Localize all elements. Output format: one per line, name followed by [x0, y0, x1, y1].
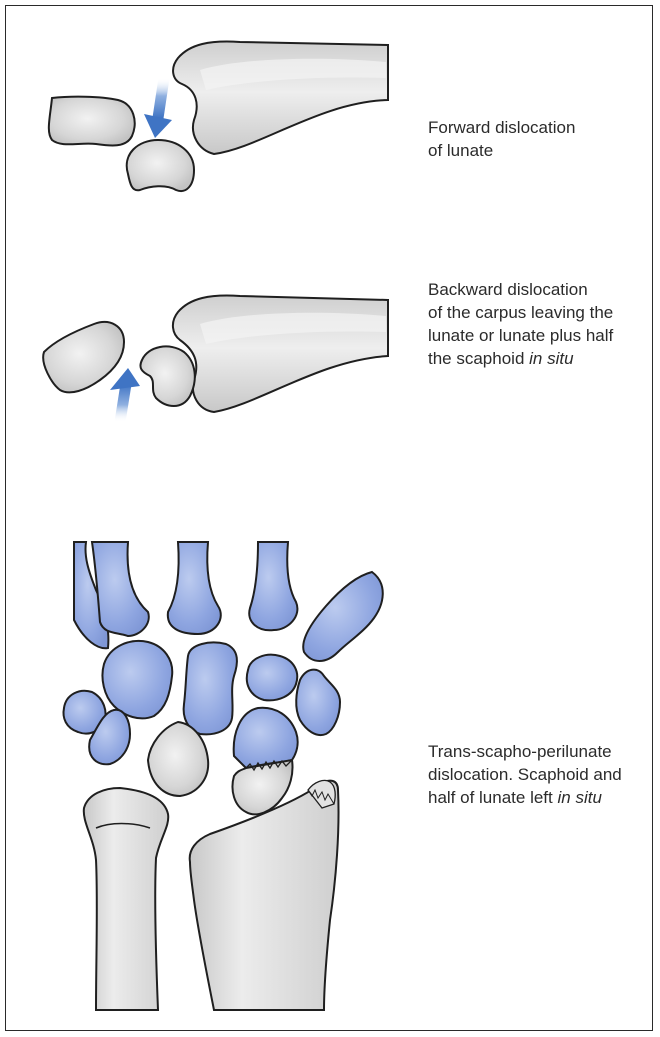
caption-line-with-italic: half of lunate left in situ: [428, 786, 622, 809]
caption-trans-scapho-perilunate: Trans-scapho-perilunate dislocation. Sca…: [428, 740, 622, 809]
caption-forward-dislocation: Forward dislocation of lunate: [428, 116, 575, 162]
arrow-up-icon: [110, 368, 140, 422]
caption-line: Forward dislocation: [428, 116, 575, 139]
metacarpal-1: [303, 572, 383, 661]
caption-italic: in situ: [557, 788, 601, 807]
caption-line: of lunate: [428, 139, 575, 162]
caption-text: half of lunate left: [428, 788, 557, 807]
metacarpal-4: [92, 542, 149, 636]
caption-backward-dislocation: Backward dislocation of the carpus leavi…: [428, 278, 613, 370]
scaphoid-bone: [49, 97, 135, 146]
caption-line-with-italic: the scaphoid in situ: [428, 347, 613, 370]
panel-trans-scapho-perilunate: [64, 542, 383, 1010]
carpus-bone: [43, 322, 124, 392]
arrow-down-icon: [144, 78, 172, 138]
caption-line: Trans-scapho-perilunate: [428, 740, 622, 763]
radius-bone: [173, 42, 388, 154]
caption-text: the scaphoid: [428, 349, 529, 368]
radius-bone-2: [173, 296, 388, 412]
lunate-bone-2: [140, 346, 194, 406]
ulna-bone: [84, 788, 168, 1010]
capitate-bone: [184, 643, 237, 735]
caption-line: Backward dislocation: [428, 278, 613, 301]
radius-bone-3: [190, 781, 339, 1010]
metacarpal-2: [249, 542, 297, 630]
trapezium-bone: [296, 670, 340, 735]
lunate-bone: [127, 140, 194, 191]
caption-line: dislocation. Scaphoid and: [428, 763, 622, 786]
trapezoid-bone: [247, 655, 297, 701]
panel-forward-dislocation: [49, 42, 388, 192]
scaphoid-proximal-half: [234, 708, 298, 768]
metacarpal-3: [168, 542, 221, 634]
panel-backward-dislocation: [43, 296, 388, 422]
caption-line: of the carpus leaving the: [428, 301, 613, 324]
caption-italic: in situ: [529, 349, 573, 368]
hamate-bone: [102, 641, 172, 718]
caption-line: lunate or lunate plus half: [428, 324, 613, 347]
